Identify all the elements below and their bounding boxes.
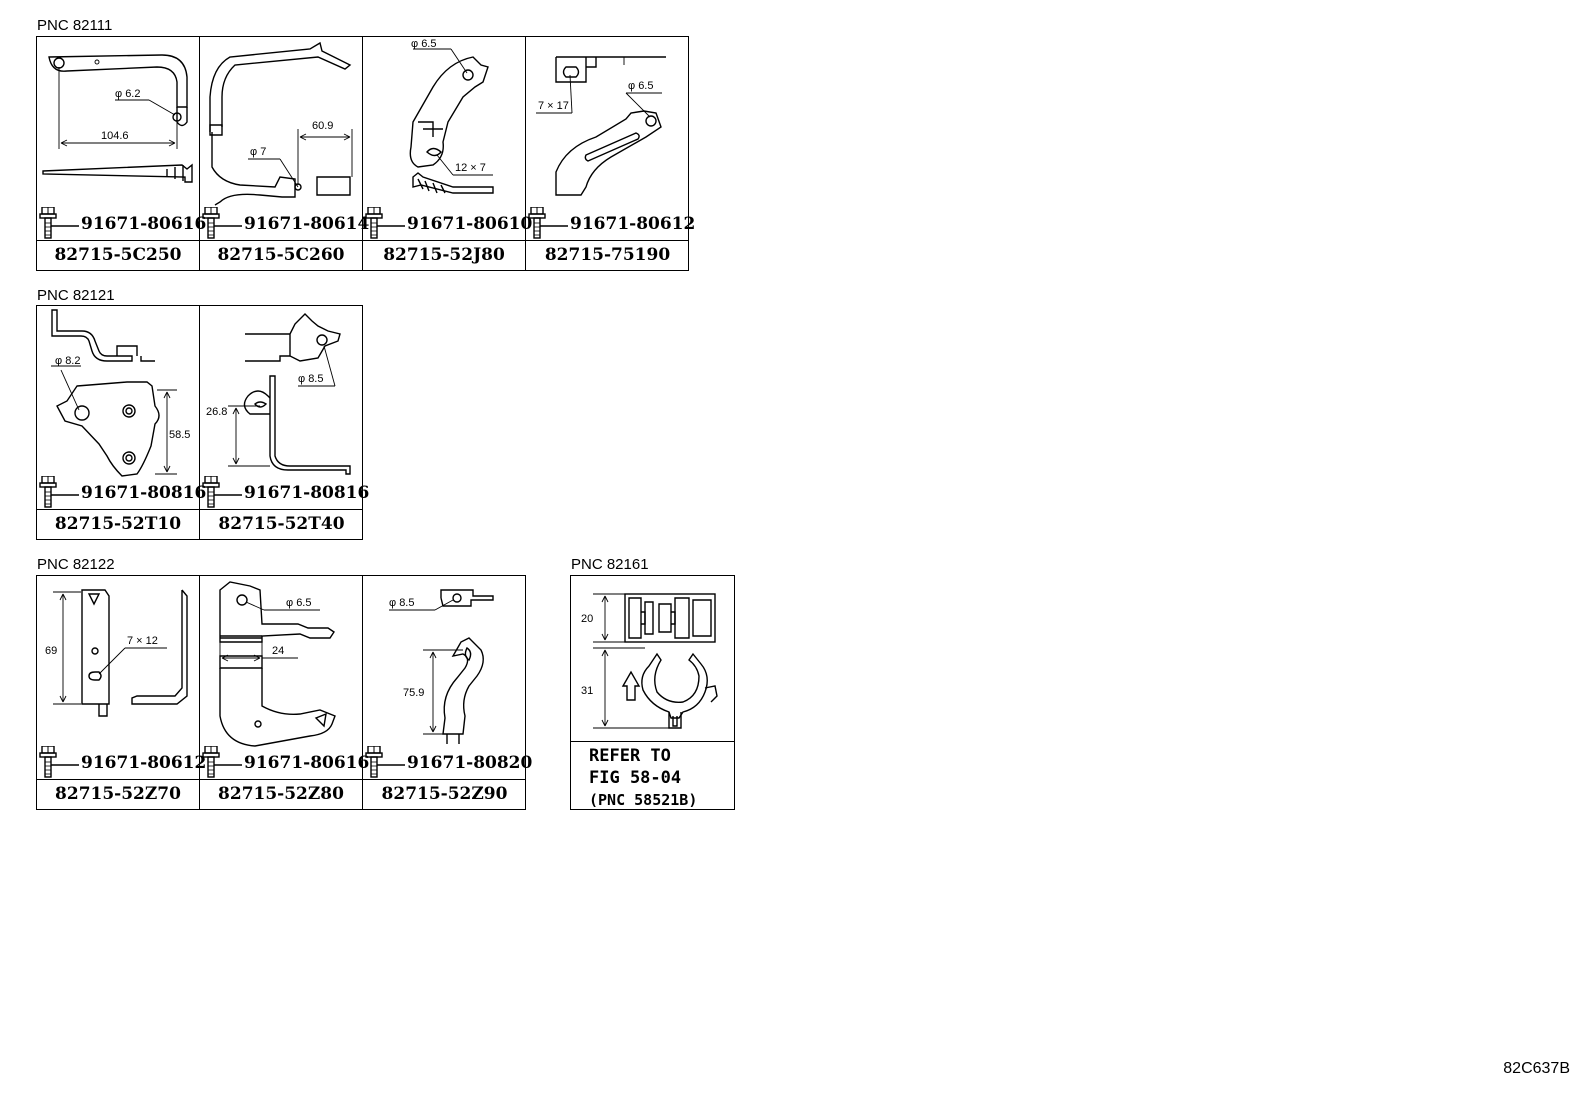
bolt-part-number[interactable]: 91671-80816	[81, 483, 207, 503]
bolt-icon	[528, 207, 568, 239]
bolt-part-number[interactable]: 91671-80612	[570, 214, 696, 234]
dimension-label: φ 8.5	[389, 597, 414, 609]
dimension-label: 24	[272, 645, 284, 657]
dimension-label: φ 7	[250, 146, 266, 158]
part-number[interactable]: 82715-5C250	[37, 240, 199, 270]
dimension-label: 31	[581, 685, 593, 697]
part-number[interactable]: 82715-52Z90	[363, 779, 526, 809]
part-number[interactable]: 82715-52Z70	[37, 779, 199, 809]
part-drawing: φ 7 60.9	[200, 37, 362, 240]
bolt-part-number[interactable]: 91671-80614	[244, 214, 370, 234]
part-drawing: 69 7 × 12	[37, 576, 199, 779]
bolt-callout: 91671-80816	[37, 476, 206, 510]
group-82121: φ 8.2 58.5	[36, 305, 369, 540]
dimension-label: φ 6.5	[628, 80, 653, 92]
part-number[interactable]: 82715-52T10	[37, 509, 199, 539]
group-82111: 104.6 φ 6.2 91671-80616 82715	[36, 36, 695, 271]
dimension-label: φ 6.2	[115, 88, 140, 100]
pnc-label-82161: PNC 82161	[571, 556, 649, 573]
pnc-label-82121: PNC 82121	[37, 287, 115, 304]
part-cell-82715-52T10[interactable]: φ 8.2 58.5	[37, 306, 206, 539]
bolt-part-number[interactable]: 91671-80612	[81, 753, 207, 773]
part-drawing: φ 8.5 75.9	[363, 576, 526, 779]
part-drawing: 104.6 φ 6.2	[37, 37, 199, 240]
bolt-callout: 91671-80612	[37, 746, 206, 780]
bolt-callout: 91671-80816	[200, 476, 369, 510]
part-cell-82715-52Z90[interactable]: φ 8.5 75.9	[363, 576, 532, 809]
part-number[interactable]: 82715-75190	[526, 240, 689, 270]
bolt-part-number[interactable]: 91671-80820	[407, 753, 533, 773]
dimension-label: 7 × 12	[127, 635, 158, 647]
bolt-icon	[202, 476, 242, 508]
dimension-label: 7 × 17	[538, 100, 569, 112]
bolt-part-number[interactable]: 91671-80616	[244, 753, 370, 773]
part-cell-82715-52Z80[interactable]: φ 6.5 24 91671-80616	[200, 576, 369, 809]
part-cell-82715-52Z70[interactable]: 69 7 × 12 91671-80612 82715-52Z70	[37, 576, 206, 809]
part-number[interactable]: 82715-52T40	[200, 509, 363, 539]
part-drawing: 7 × 17 φ 6.5	[526, 37, 689, 240]
bolt-callout: 91671-80616	[37, 207, 206, 241]
clip-cell[interactable]: 20 31 REFER TO FIG 58-04 (PNC 58521B)	[571, 576, 734, 809]
dimension-label: 12 × 7	[455, 162, 486, 174]
bolt-part-number[interactable]: 91671-80816	[244, 483, 370, 503]
bolt-icon	[202, 207, 242, 239]
part-number[interactable]: 82715-52Z80	[200, 779, 362, 809]
dimension-label: φ 6.5	[286, 597, 311, 609]
refer-line-1: REFER TO	[589, 746, 671, 766]
dimension-label: 58.5	[169, 429, 190, 441]
pnc-label-82111: PNC 82111	[37, 17, 113, 34]
part-cell-82715-5C250[interactable]: 104.6 φ 6.2 91671-80616 82715	[37, 37, 206, 270]
refer-line-2: FIG 58-04	[589, 768, 682, 788]
bolt-callout: 91671-80612	[526, 207, 695, 241]
refer-note[interactable]: REFER TO FIG 58-04 (PNC 58521B)	[571, 741, 734, 809]
dimension-label: φ 8.5	[298, 373, 323, 385]
dimension-label: φ 6.5	[411, 38, 436, 50]
bolt-part-number[interactable]: 91671-80610	[407, 214, 533, 234]
bolt-callout: 91671-80610	[363, 207, 532, 241]
bolt-icon	[365, 746, 405, 778]
dimension-label: 20	[581, 613, 593, 625]
part-cell-82715-52J80[interactable]: φ 6.5 12 × 7 91671-80610 8271	[363, 37, 532, 270]
part-cell-82715-5C260[interactable]: φ 7 60.9 91671-80614 82715-5C	[200, 37, 369, 270]
part-cell-82715-52T40[interactable]: φ 8.5 26.8 91671-80816 82715-	[200, 306, 369, 539]
part-number[interactable]: 82715-52J80	[363, 240, 525, 270]
bolt-icon	[202, 746, 242, 778]
bolt-part-number[interactable]: 91671-80616	[81, 214, 207, 234]
dimension-label: 75.9	[403, 687, 424, 699]
bolt-callout: 91671-80616	[200, 746, 369, 780]
group-82161: 20 31 REFER TO FIG 58-04 (PNC 58521B)	[570, 575, 735, 810]
diagram-code: 82C637B	[1503, 1060, 1570, 1077]
part-drawing: φ 8.5 26.8	[200, 306, 363, 509]
part-number[interactable]: 82715-5C260	[200, 240, 362, 270]
dimension-label: 69	[45, 645, 57, 657]
dimension-label: 104.6	[101, 130, 129, 142]
bolt-icon	[39, 746, 79, 778]
part-drawing: φ 6.5 12 × 7	[363, 37, 525, 240]
bolt-icon	[39, 207, 79, 239]
dimension-label: 60.9	[312, 120, 333, 132]
bolt-icon	[39, 476, 79, 508]
part-drawing: φ 8.2 58.5	[37, 306, 199, 509]
pnc-label-82122: PNC 82122	[37, 556, 115, 573]
refer-line-3: (PNC 58521B)	[589, 791, 698, 809]
bolt-callout: 91671-80820	[363, 746, 532, 780]
group-82122: 69 7 × 12 91671-80612 82715-52Z70	[36, 575, 532, 810]
part-drawing: 20 31	[571, 576, 734, 779]
bolt-callout: 91671-80614	[200, 207, 369, 241]
bolt-icon	[365, 207, 405, 239]
part-cell-82715-75190[interactable]: 7 × 17 φ 6.5 91671-80612	[526, 37, 695, 270]
part-drawing: φ 6.5 24	[200, 576, 362, 779]
dimension-label: 26.8	[206, 406, 227, 418]
dimension-label: φ 8.2	[55, 355, 80, 367]
